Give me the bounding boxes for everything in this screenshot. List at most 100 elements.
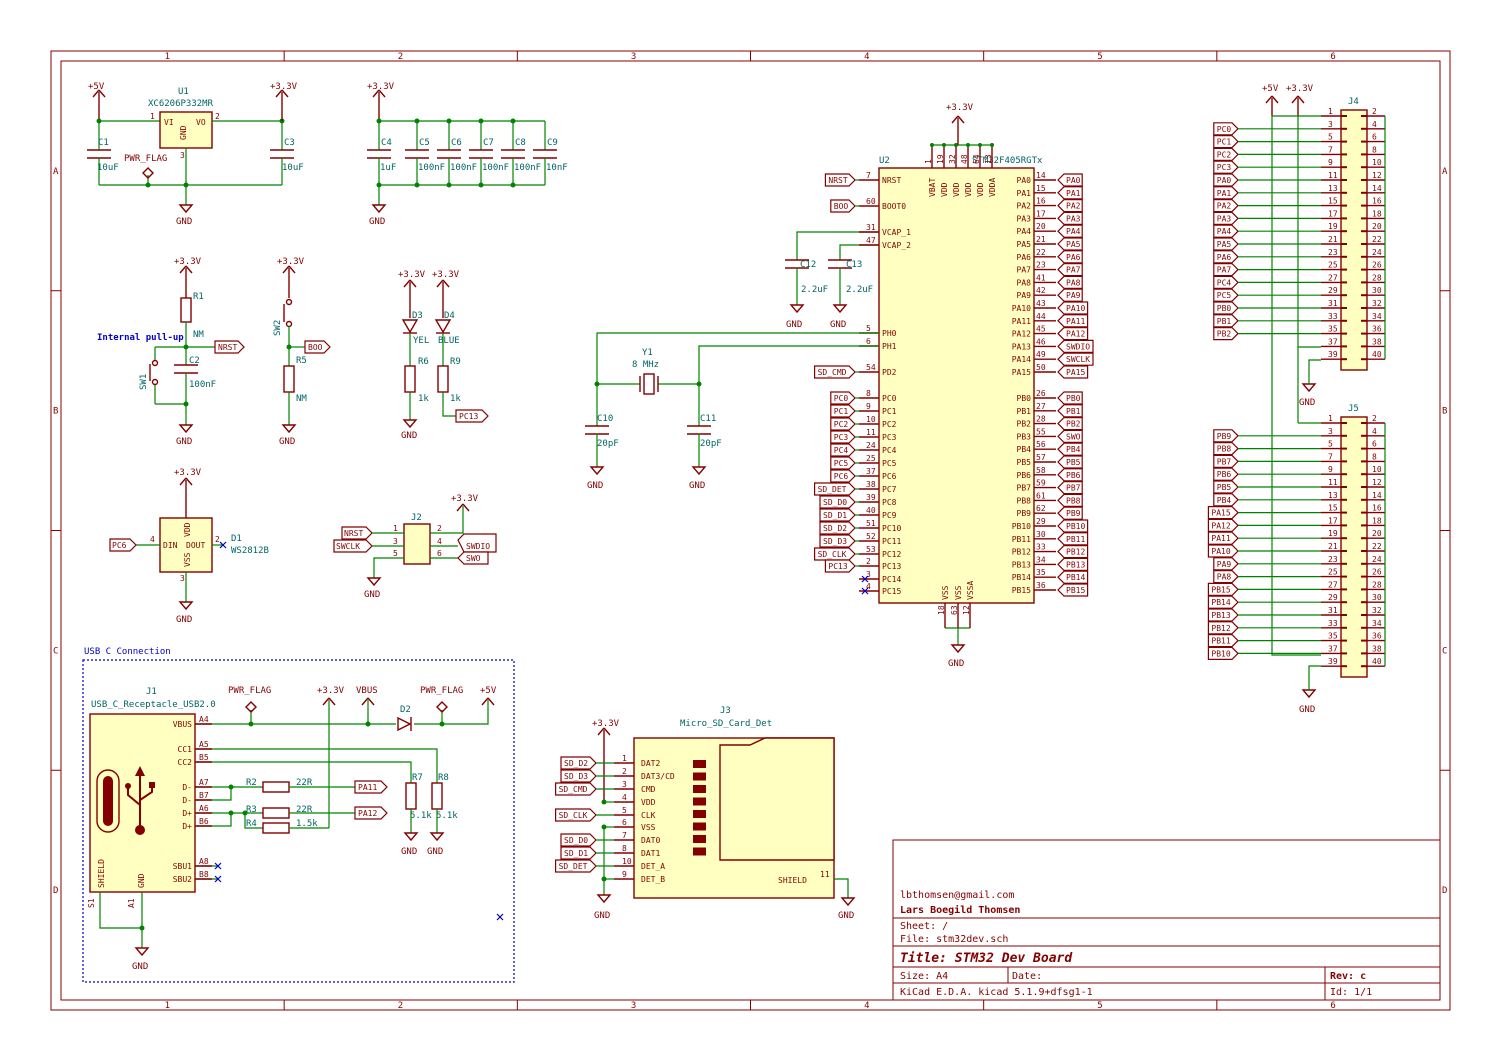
mcu-left-pin-num: 3 bbox=[866, 570, 871, 579]
mcu-right-pin-name: PA8 bbox=[1017, 278, 1032, 287]
mcu-net-label-shape bbox=[1057, 544, 1089, 559]
mcu-net-label: SWCLK bbox=[1066, 355, 1090, 364]
mcu-net-label-shape bbox=[824, 173, 856, 187]
ws-vdd: VDD bbox=[183, 522, 192, 537]
mcu-right-pin-name: PB12 bbox=[1012, 548, 1031, 557]
header-33v-label: +3.3V bbox=[1286, 84, 1314, 94]
c11-value: 20pF bbox=[700, 439, 722, 449]
sd-contact-pad bbox=[693, 760, 706, 768]
decap-power-label: +3.3V bbox=[367, 82, 395, 92]
j5-pin-num-odd: 31 bbox=[1328, 606, 1338, 615]
r9-value: 1k bbox=[450, 394, 461, 404]
r1-ref: R1 bbox=[193, 292, 204, 302]
mcu-right-pin-name: PA12 bbox=[1012, 330, 1031, 339]
u1-out-label: +3.3V bbox=[270, 82, 298, 92]
title-author: Lars Boegild Thomsen bbox=[900, 904, 1020, 916]
frame-row-mark-right: B bbox=[1442, 407, 1447, 417]
usb-33v-label: +3.3V bbox=[317, 686, 345, 696]
ws-pin3: 3 bbox=[180, 574, 185, 583]
u1-ref: U1 bbox=[178, 87, 189, 97]
mcu-right-pin-num: 56 bbox=[1036, 440, 1046, 449]
usb-pin-num: B8 bbox=[199, 870, 209, 879]
mcu-right-pin-name: PA14 bbox=[1012, 355, 1031, 364]
j4-pin-stub bbox=[1361, 268, 1367, 271]
j5-pin-stub bbox=[1361, 665, 1367, 668]
mcu-net-label: PB10 bbox=[1066, 522, 1085, 531]
j5-pin-num-even: 36 bbox=[1372, 632, 1382, 641]
crystal-section: Y1 8 MHz C10 20pF C11 20pF GND GND bbox=[585, 332, 879, 491]
sd-pin-name: DAT3/CD bbox=[641, 772, 675, 781]
sd-contact-pad bbox=[693, 810, 706, 818]
j5-pin-num-odd: 3 bbox=[1328, 427, 1333, 436]
mcu-net-label: SWDIO bbox=[1066, 342, 1090, 351]
swd-swo-label: SWO bbox=[466, 554, 481, 563]
mcu-right-pin-num: 49 bbox=[1036, 350, 1046, 359]
j5-pin-num-odd: 25 bbox=[1328, 568, 1338, 577]
frame-col-mark-top: 1 bbox=[165, 52, 170, 62]
mcu-net-label-shape bbox=[1057, 173, 1083, 187]
sd-contact-pad bbox=[693, 797, 706, 806]
mcu-right-pin-name: PA11 bbox=[1012, 317, 1031, 326]
mcu-net-label: PB7 bbox=[1066, 484, 1081, 493]
mcu-left-pin-num: 11 bbox=[866, 428, 876, 437]
mcu-right-pin-num: 45 bbox=[1036, 325, 1046, 334]
rail-5v bbox=[1271, 116, 1321, 656]
junction bbox=[601, 876, 607, 882]
r5-ref: R5 bbox=[296, 356, 307, 366]
mcu-left-pin-num: 47 bbox=[866, 236, 876, 245]
j4-pin-num-even: 4 bbox=[1372, 120, 1377, 129]
j4-pin-stub bbox=[1361, 204, 1367, 207]
title-file: File: stm32dev.sch bbox=[900, 934, 1008, 945]
frame-col-mark-bottom: 2 bbox=[398, 1001, 403, 1011]
pwr-flag-label-1: PWR_FLAG bbox=[124, 154, 167, 164]
j5-pin-num-odd: 7 bbox=[1328, 452, 1333, 461]
sdcard-section: J3 Micro_SD_Card_Det SHIELD 11 GND +3.3V… bbox=[592, 706, 856, 921]
frame-row-mark-left: A bbox=[53, 167, 59, 177]
r3-value: 22R bbox=[296, 805, 313, 815]
mcu-right-pin-num: 27 bbox=[1036, 402, 1046, 411]
mcu-right-pin-num: 46 bbox=[1036, 337, 1046, 346]
j4-pin-stub bbox=[1361, 255, 1367, 258]
mcu-left-pin-num: 38 bbox=[866, 480, 876, 489]
mcu-net-label: PA1 bbox=[1066, 189, 1081, 198]
mcu-net-label: PA2 bbox=[1066, 202, 1081, 211]
led-power-label-1: +3.3V bbox=[398, 270, 426, 280]
sd-pin-name: VDD bbox=[641, 798, 656, 807]
usb-pins: VBUSA4CC1A5CC2B5D-A7D-B7D+A6D+B6SBU1A8SB… bbox=[173, 715, 212, 884]
mcu-net-label: PA9 bbox=[1066, 291, 1081, 300]
mcu-right-pin-name: PA7 bbox=[1017, 266, 1032, 275]
r5-value: NM bbox=[296, 394, 307, 404]
decap-value: 100nF bbox=[418, 163, 445, 173]
mcu-net-label-shape bbox=[813, 482, 856, 496]
j4-body bbox=[1340, 109, 1368, 371]
mcu-net-label: PC0 bbox=[834, 394, 849, 403]
mcu-top-pin-num: 32 bbox=[948, 154, 957, 164]
mcu-right-pin-num: 14 bbox=[1036, 171, 1046, 180]
j4-pin-stub bbox=[1341, 217, 1347, 220]
j5-pin-num-even: 24 bbox=[1372, 555, 1382, 564]
sd-net-label-shape bbox=[554, 859, 597, 873]
frame-col-mark-top: 4 bbox=[864, 52, 869, 62]
sd-net-label: SD_CLK bbox=[559, 811, 588, 820]
j5-pin-stub bbox=[1361, 498, 1367, 501]
j5-net-label: PB14 bbox=[1211, 598, 1230, 607]
j4-pin-num-odd: 27 bbox=[1328, 273, 1338, 282]
mcu-right-pin-num: 30 bbox=[1036, 530, 1046, 539]
c2-value: 100nF bbox=[189, 380, 216, 390]
mcu-top-pin-name: VDD bbox=[940, 182, 949, 197]
mcu-net-label: PB8 bbox=[1066, 496, 1081, 505]
j5-pin-stub bbox=[1341, 626, 1347, 629]
r2-ref: R2 bbox=[246, 778, 257, 788]
gnd-label-c10: GND bbox=[587, 481, 603, 491]
mcu-right-pin-num: 29 bbox=[1036, 517, 1046, 526]
no-connect-mark bbox=[861, 575, 869, 583]
j1-ref: J1 bbox=[146, 687, 157, 697]
j4-pin-num-even: 18 bbox=[1372, 209, 1382, 218]
gnd-label-swd: GND bbox=[364, 590, 380, 600]
ws2812-section: +3.3V DIN DOUT VDD VSS D1 WS2812B 4 2 3 … bbox=[109, 468, 269, 625]
junction bbox=[966, 143, 970, 147]
j4-net-label-shape bbox=[1213, 122, 1239, 136]
mcu-bottom-pin-num: 63 bbox=[950, 605, 959, 615]
j4-pin-num-even: 20 bbox=[1372, 222, 1382, 231]
